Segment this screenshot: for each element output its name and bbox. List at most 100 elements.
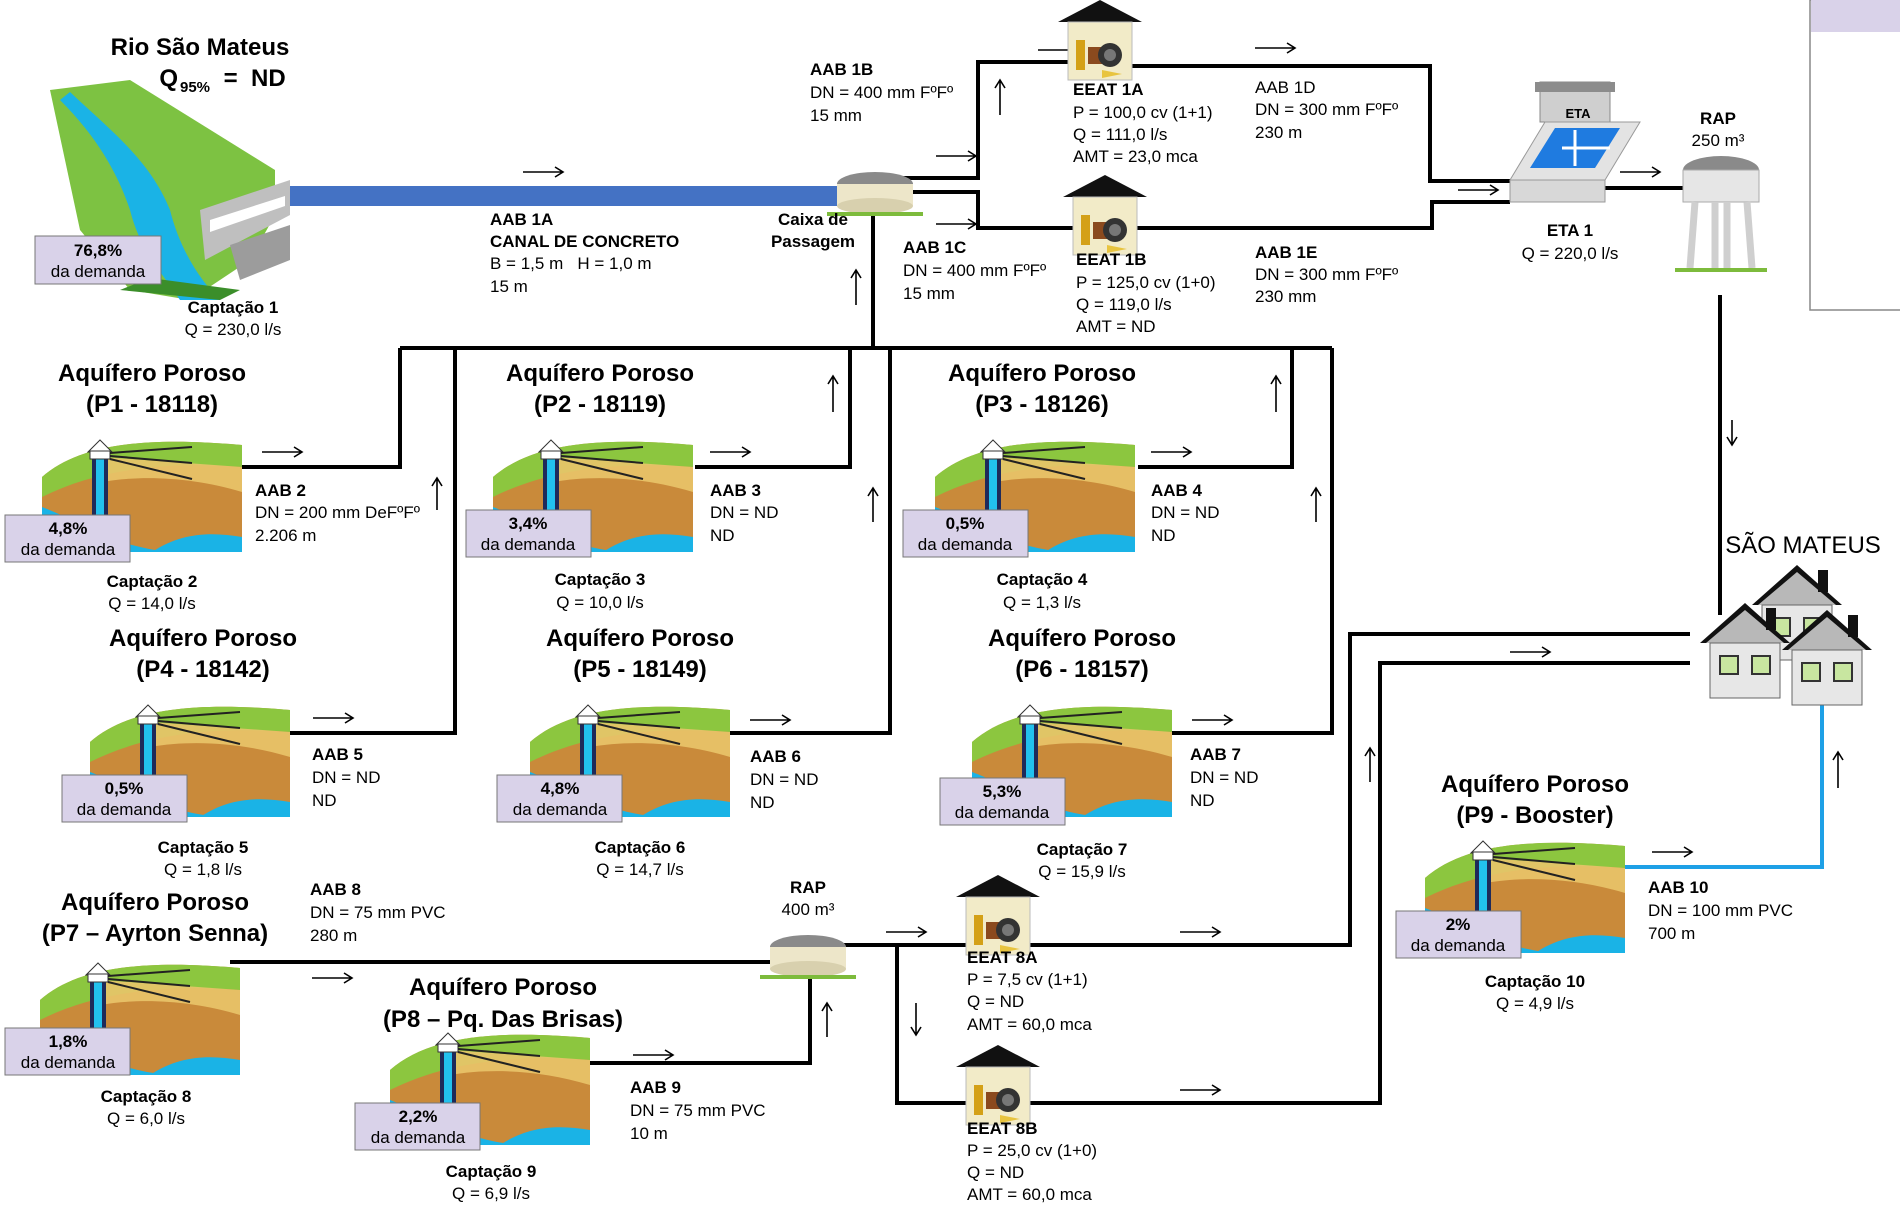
svg-text:da demanda: da demanda xyxy=(371,1128,466,1147)
pipe-aab2 xyxy=(242,348,402,469)
svg-text:Aquífero Poroso: Aquífero Poroso xyxy=(988,625,1176,652)
eeat8b-name: EEAT 8B xyxy=(967,1119,1038,1138)
aquifer-p9: Aquífero Poroso (P9 - Booster) 2% da dem… xyxy=(1395,771,1793,1013)
eeat8b-power: P = 25,0 cv (1+0) xyxy=(967,1141,1097,1160)
svg-text:4,8%: 4,8% xyxy=(49,519,88,538)
svg-text:AAB 10: AAB 10 xyxy=(1648,878,1708,897)
svg-text:Q = 15,9 l/s: Q = 15,9 l/s xyxy=(1038,862,1125,881)
svg-text:5,3%: 5,3% xyxy=(983,782,1022,801)
svg-text:4,8%: 4,8% xyxy=(541,779,580,798)
caixa-label-line2: Passagem xyxy=(771,232,855,251)
svg-text:2,2%: 2,2% xyxy=(399,1107,438,1126)
svg-text:(P6 - 18157): (P6 - 18157) xyxy=(1015,656,1148,683)
svg-text:Q = 14,0 l/s: Q = 14,0 l/s xyxy=(108,594,195,613)
svg-text:da demanda: da demanda xyxy=(918,535,1013,554)
aquifer-p6: Aquífero Poroso (P6 - 18157) 5,3% da dem… xyxy=(939,625,1258,881)
captacao1-flow: Q = 230,0 l/s xyxy=(185,320,282,339)
pipe-aab1c-aab1e xyxy=(898,190,1510,230)
eeat8b-flow: Q = ND xyxy=(967,1163,1024,1182)
aab1a-name: AAB 1A xyxy=(490,210,553,229)
legend-box xyxy=(1809,0,1900,311)
svg-text:(P3 - 18126): (P3 - 18126) xyxy=(975,391,1108,418)
svg-text:(P2 - 18119): (P2 - 18119) xyxy=(534,391,666,418)
pipe-aab6 xyxy=(728,348,892,735)
aab1a-len: 15 m xyxy=(490,277,528,296)
eeat1a-flow: Q = 111,0 l/s xyxy=(1073,125,1167,144)
svg-text:Captação 5: Captação 5 xyxy=(158,838,249,857)
rap1-volume: 250 m³ xyxy=(1692,131,1745,150)
svg-text:da demanda: da demanda xyxy=(481,535,576,554)
pipe-aab3 xyxy=(695,348,852,469)
aquifer-p1: Aquífero Poroso (P1 - 18118) 4,8% da dem… xyxy=(4,360,420,613)
svg-text:da demanda: da demanda xyxy=(1411,936,1506,955)
svg-text:AAB 3: AAB 3 xyxy=(710,481,761,500)
eeat1a-power: P = 100,0 cv (1+1) xyxy=(1073,103,1213,122)
svg-text:(P7 – Ayrton Senna): (P7 – Ayrton Senna) xyxy=(42,920,268,947)
aab1e-len: 230 mm xyxy=(1255,287,1316,306)
svg-text:Captação 4: Captação 4 xyxy=(997,570,1088,589)
rap2-volume: 400 m³ xyxy=(782,900,835,919)
svg-text:da demanda: da demanda xyxy=(513,800,608,819)
svg-text:Aquífero Poroso: Aquífero Poroso xyxy=(409,974,597,1001)
caixa-label-line1: Caixa de xyxy=(778,210,848,229)
svg-text:(P8 – Pq. Das Brisas): (P8 – Pq. Das Brisas) xyxy=(383,1006,623,1033)
svg-text:Captação 7: Captação 7 xyxy=(1037,840,1128,859)
svg-text:700 m: 700 m xyxy=(1648,924,1695,943)
pipe-aab7 xyxy=(1172,348,1334,735)
aab1b-dn: DN = 400 mm FºFº xyxy=(810,83,953,102)
svg-text:ND: ND xyxy=(710,526,735,545)
svg-text:AAB 5: AAB 5 xyxy=(312,745,363,764)
captacao1-demand: da demanda xyxy=(51,262,146,281)
eeat1a-amt: AMT = 23,0 mca xyxy=(1073,147,1198,166)
rap1-tower-icon xyxy=(1675,156,1767,272)
svg-text:(P9 - Booster): (P9 - Booster) xyxy=(1456,802,1613,829)
svg-text:AAB 6: AAB 6 xyxy=(750,747,801,766)
pipe-aab10-booster xyxy=(1590,685,1824,869)
pipe-aab5 xyxy=(290,348,457,735)
eeat8a-icon xyxy=(955,874,1041,956)
svg-text:2.206 m: 2.206 m xyxy=(255,526,316,545)
river-flow-symbol: Q xyxy=(159,65,178,92)
svg-text:ND: ND xyxy=(312,791,337,810)
svg-text:(P4 - 18142): (P4 - 18142) xyxy=(136,656,269,683)
aab1d-name: AAB 1D xyxy=(1255,78,1315,97)
river-title: Rio São Mateus xyxy=(111,34,290,61)
svg-text:Aquífero Poroso: Aquífero Poroso xyxy=(948,360,1136,387)
svg-text:0,5%: 0,5% xyxy=(946,514,985,533)
eeat1b-flow: Q = 119,0 l/s xyxy=(1076,295,1172,314)
svg-text:da demanda: da demanda xyxy=(955,803,1050,822)
svg-text:Q = 6,9 l/s: Q = 6,9 l/s xyxy=(452,1184,530,1203)
svg-text:da demanda: da demanda xyxy=(21,1053,116,1072)
svg-text:AAB 9: AAB 9 xyxy=(630,1078,681,1097)
rap2-icon xyxy=(758,933,858,979)
aab1e-name: AAB 1E xyxy=(1255,243,1317,262)
svg-text:Aquífero Poroso: Aquífero Poroso xyxy=(58,360,246,387)
svg-text:Captação 9: Captação 9 xyxy=(446,1162,537,1181)
svg-text:Captação 10: Captação 10 xyxy=(1485,972,1585,991)
eta-icon xyxy=(1509,81,1641,203)
aquifer-p8: Aquífero Poroso (P8 – Pq. Das Brisas) 2,… xyxy=(354,974,766,1203)
eeat1a-name: EEAT 1A xyxy=(1073,80,1144,99)
eeat1b-power: P = 125,0 cv (1+0) xyxy=(1076,273,1216,292)
aab1a-dims: B = 1,5 m H = 1,0 m xyxy=(490,254,652,273)
svg-text:da demanda: da demanda xyxy=(21,540,116,559)
svg-text:Captação 8: Captação 8 xyxy=(101,1087,192,1106)
flow-arrows xyxy=(262,42,1844,1096)
pipe-aab9 xyxy=(585,965,812,1065)
pipe-aab4 xyxy=(1138,348,1294,469)
rap2-name: RAP xyxy=(790,878,826,897)
svg-text:(P1 - 18118): (P1 - 18118) xyxy=(86,391,218,418)
svg-text:280 m: 280 m xyxy=(310,926,357,945)
eeat8a-power: P = 7,5 cv (1+1) xyxy=(967,970,1088,989)
eeat8a-flow: Q = ND xyxy=(967,992,1024,1011)
svg-text:0,5%: 0,5% xyxy=(105,779,144,798)
svg-text:Aquífero Poroso: Aquífero Poroso xyxy=(546,625,734,652)
svg-text:1,8%: 1,8% xyxy=(49,1032,88,1051)
eeat8a-name: EEAT 8A xyxy=(967,948,1038,967)
aab1c-name: AAB 1C xyxy=(903,238,966,257)
eta-name: ETA 1 xyxy=(1547,221,1593,240)
svg-text:DN = ND: DN = ND xyxy=(1151,503,1219,522)
svg-text:AAB 4: AAB 4 xyxy=(1151,481,1203,500)
river-flow-subscript: 95% xyxy=(180,79,210,96)
